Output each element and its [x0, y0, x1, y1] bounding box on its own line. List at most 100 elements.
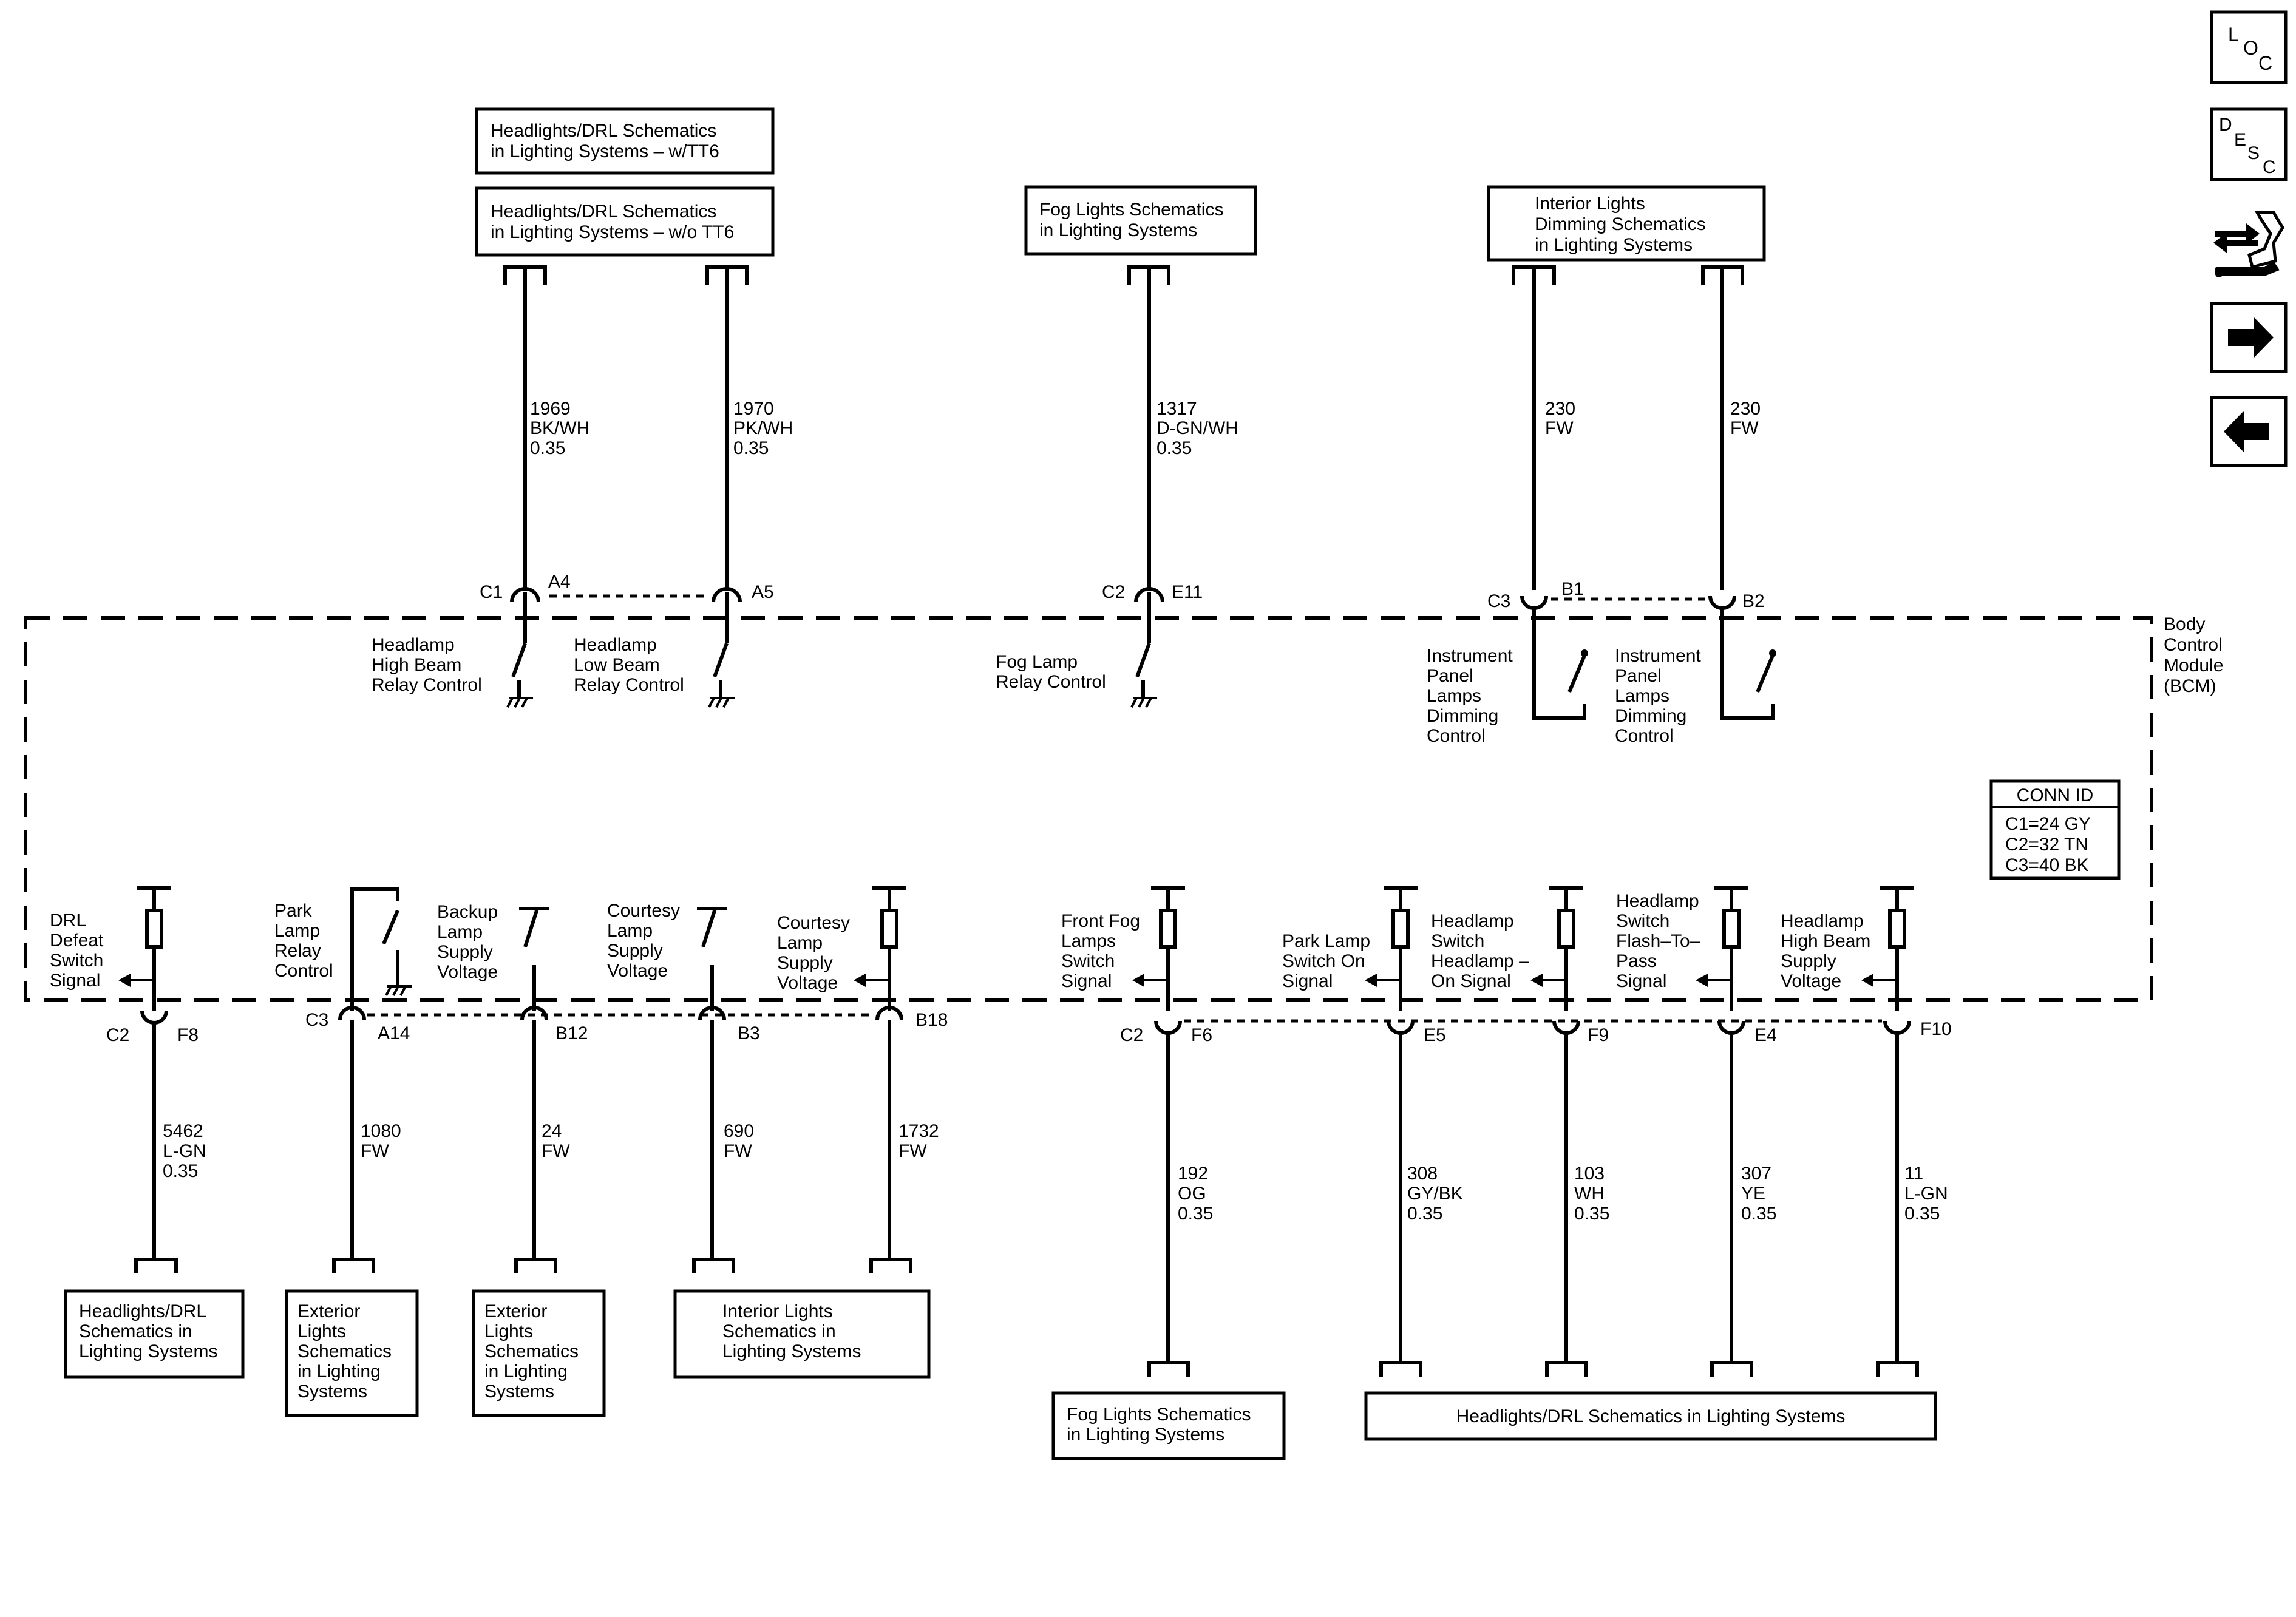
pin-label: B12: [555, 1023, 588, 1043]
pin-arcs-top: [510, 587, 1736, 618]
pin-label: C3: [1487, 591, 1510, 611]
pin-arcs-bottom: [140, 1006, 1911, 1035]
switch-icon: [511, 613, 1151, 698]
arrow-right-icon[interactable]: [2210, 302, 2288, 373]
top-wires: [523, 267, 1724, 590]
ground-icon: [385, 985, 412, 996]
pin-label: F10: [1920, 1019, 1952, 1039]
pin-label: B3: [738, 1023, 760, 1043]
bcm-outline: [24, 616, 2153, 1002]
pin-label: A5: [752, 582, 774, 602]
pin-label: F8: [177, 1025, 199, 1045]
connector-end-icon: [503, 265, 1744, 285]
pin-label: E5: [1424, 1025, 1446, 1045]
bcm-name: Body Control Module (BCM): [2164, 614, 2229, 696]
bottom-wires: [152, 1020, 1899, 1363]
pin-label: C1: [480, 582, 503, 602]
svg-text:O: O: [2243, 37, 2258, 59]
ground-icon: [506, 697, 1157, 708]
pin-label: B1: [1561, 579, 1584, 599]
desc-button[interactable]: D E S C: [2210, 107, 2288, 181]
svg-text:Headlights/DRL Schematics in L: Headlights/DRL Schematics in Lighting Sy…: [1456, 1406, 1846, 1426]
loc-button[interactable]: L O C: [2210, 10, 2288, 84]
svg-text:L: L: [2228, 24, 2239, 46]
svg-text:C: C: [2263, 157, 2276, 177]
pin-label: B18: [915, 1010, 948, 1030]
pin-label: E4: [1754, 1025, 1777, 1045]
pin-label: E11: [1172, 582, 1203, 602]
conn-id-row: C1=24 GY: [2005, 814, 2091, 834]
resistor-icon: [137, 886, 1914, 1011]
svg-text:D: D: [2219, 115, 2232, 135]
conn-id-row: C3=40 BK: [2005, 855, 2089, 875]
pin-label: C2: [106, 1025, 129, 1045]
svg-text:S: S: [2247, 143, 2260, 163]
ref-box-headlights-bottom-right[interactable]: Headlights/DRL Schematics in Lighting Sy…: [1364, 1391, 1937, 1441]
connector-end-icon: [134, 1258, 1919, 1377]
conn-id-title: CONN ID: [2017, 785, 2094, 805]
switch-icon: [350, 887, 727, 1011]
svg-text:E: E: [2234, 130, 2246, 150]
conn-id-table: CONN ID C1=24 GY C2=32 TN C3=40 BK: [1989, 779, 2121, 880]
pin-label: C3: [305, 1010, 328, 1030]
pin-label: A4: [548, 572, 571, 592]
svg-text:C: C: [2258, 52, 2272, 74]
repair-wrench-icon[interactable]: [2213, 211, 2284, 277]
pin-label: F9: [1588, 1025, 1609, 1045]
pin-label: C2: [1102, 582, 1125, 602]
pin-label: C2: [1120, 1025, 1143, 1045]
pin-label: F6: [1191, 1025, 1212, 1045]
signal-arrow-icon: [118, 974, 1897, 987]
conn-id-row: C2=32 TN: [2005, 835, 2088, 855]
arrow-left-icon[interactable]: [2210, 396, 2288, 467]
pin-label: B2: [1742, 591, 1765, 611]
